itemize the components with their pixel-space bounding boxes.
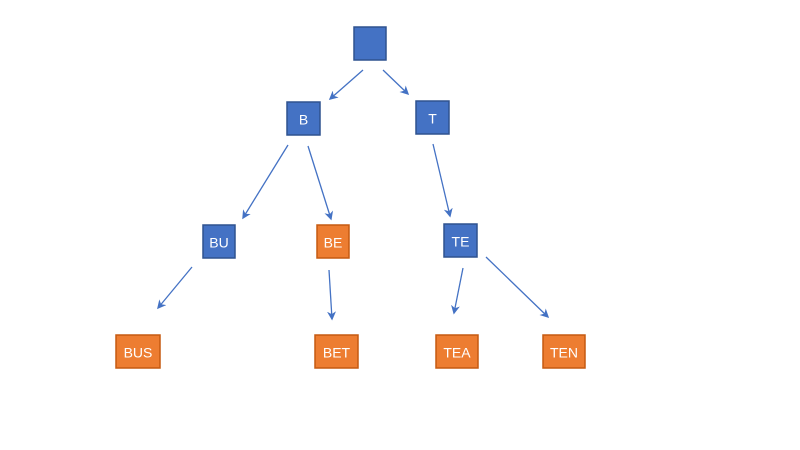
trie-node-BU[interactable]: BU — [202, 224, 236, 259]
trie-node-TE[interactable]: TE — [443, 223, 478, 258]
trie-node-root[interactable] — [353, 26, 387, 61]
trie-node-box-BU[interactable] — [202, 224, 236, 259]
trie-node-box-T[interactable] — [415, 100, 450, 135]
edge-T-TE[interactable] — [432, 143, 453, 218]
trie-node-T[interactable]: T — [415, 100, 450, 135]
edge-TE-TEA[interactable] — [451, 267, 464, 315]
trie-node-box-B[interactable] — [286, 101, 321, 136]
trie-node-TEA[interactable]: TEA — [435, 334, 479, 369]
trie-node-box-TEN[interactable] — [542, 334, 586, 369]
trie-node-label-B: B — [299, 112, 308, 128]
trie-node-BE[interactable]: BE — [316, 224, 350, 259]
edge-B-BU[interactable] — [242, 144, 289, 220]
trie-node-label-BET: BET — [323, 345, 351, 361]
trie-node-label-TEN: TEN — [550, 345, 578, 361]
trie-node-box-TEA[interactable] — [435, 334, 479, 369]
trie-node-B[interactable]: B — [286, 101, 321, 136]
edge-root-B[interactable] — [328, 69, 364, 100]
trie-node-box-BE[interactable] — [316, 224, 350, 259]
trie-node-BET[interactable]: BET — [314, 334, 359, 369]
trie-node-box-BET[interactable] — [314, 334, 359, 369]
edges-layer — [157, 69, 550, 321]
trie-node-label-T: T — [428, 111, 437, 127]
trie-node-label-BE: BE — [324, 235, 343, 251]
edge-TE-TEN[interactable] — [485, 256, 550, 319]
edge-BU-BUS[interactable] — [157, 266, 193, 310]
trie-node-box-root[interactable] — [353, 26, 387, 61]
trie-node-BUS[interactable]: BUS — [115, 334, 161, 369]
edge-root-T[interactable] — [382, 69, 410, 96]
trie-node-box-BUS[interactable] — [115, 334, 161, 369]
nodes-layer: B T BU BE TE BUS BET TEA TEN — [115, 26, 586, 369]
trie-node-box-TE[interactable] — [443, 223, 478, 258]
edge-BE-BET[interactable] — [327, 269, 337, 321]
trie-node-label-BUS: BUS — [124, 345, 153, 361]
trie-node-label-BU: BU — [209, 235, 228, 251]
trie-node-label-TEA: TEA — [443, 345, 471, 361]
trie-node-label-TE: TE — [452, 234, 470, 250]
trie-node-TEN[interactable]: TEN — [542, 334, 586, 369]
edge-B-BE[interactable] — [307, 145, 334, 221]
